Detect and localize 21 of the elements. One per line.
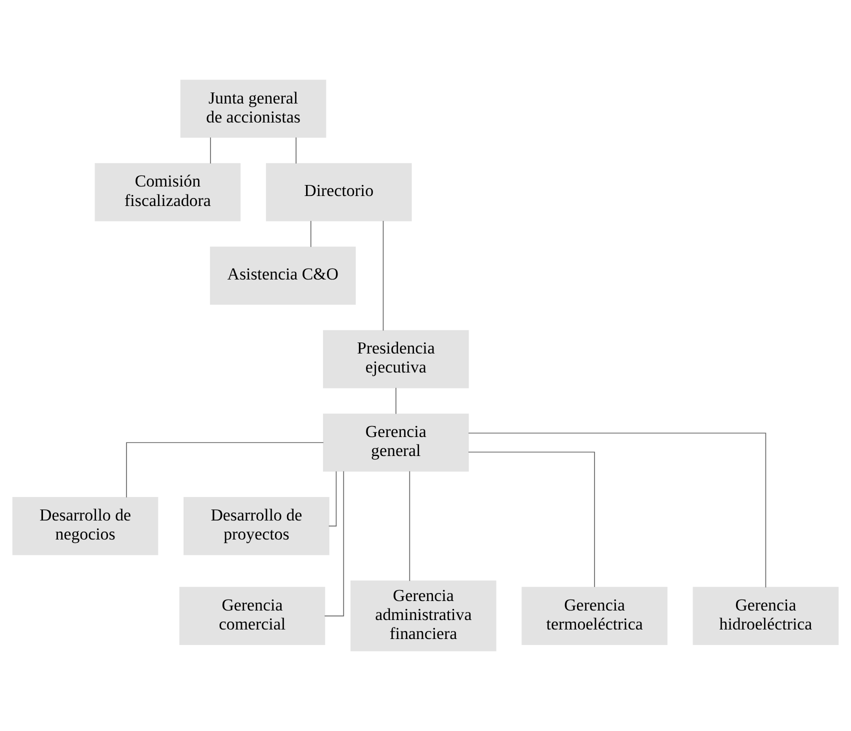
connector	[126, 442, 324, 498]
connector	[468, 452, 595, 588]
node-box: Desarrollo de negocios	[12, 497, 158, 556]
node-box: Gerencia termoeléctrica	[522, 586, 668, 645]
node-box: Gerencia hidroeléctrica	[692, 586, 839, 645]
connector	[468, 432, 766, 588]
node-box: Presidencia ejecutiva	[323, 330, 469, 388]
node-box: Desarrollo de proyectos	[184, 497, 330, 556]
connector	[409, 470, 410, 582]
node-box: Gerencia administrativa financiera	[350, 580, 496, 652]
node-box: Gerencia comercial	[179, 586, 326, 645]
node-box: Junta general de accionistas	[180, 80, 326, 138]
node-box: Gerencia general	[323, 414, 469, 472]
connector	[328, 470, 337, 527]
connector	[210, 137, 211, 164]
connector	[310, 220, 312, 248]
node-box: Directorio	[266, 163, 412, 222]
node-box: Comisión fiscalizadora	[94, 163, 241, 222]
connector	[382, 220, 384, 331]
node-box: Asistencia C&O	[210, 246, 356, 305]
connector	[324, 470, 344, 616]
